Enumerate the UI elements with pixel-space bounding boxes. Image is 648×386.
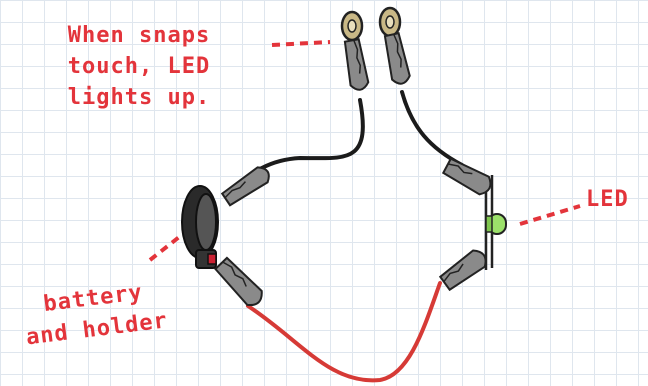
black-wire-right [400, 90, 464, 167]
alligator-clip-snap-left [343, 38, 370, 91]
alligator-clip-battery-top [220, 166, 270, 207]
alligator-clip-led-bottom [438, 249, 487, 292]
snap-fastener-right [378, 6, 402, 38]
alligator-clip-snap-right [383, 32, 411, 85]
snaps-leader [271, 40, 331, 47]
led-leader [519, 204, 581, 226]
battery-holder [181, 185, 219, 269]
alligator-clip-battery-bottom [214, 256, 263, 307]
annotation-leaders [148, 40, 581, 262]
red-wire [246, 281, 442, 383]
snaps-touch-label: When snaps touch, LED lights up. [14, 20, 264, 113]
snap-fastener-left [340, 10, 364, 42]
snaps-touch-label-line-2: touch, LED [67, 54, 211, 79]
alligator-clip-led-top [441, 157, 492, 196]
led-label: LED [586, 187, 629, 212]
snaps-touch-label-line-1: When snaps [67, 23, 211, 48]
snaps-touch-label-line-3: lights up. [67, 85, 211, 110]
